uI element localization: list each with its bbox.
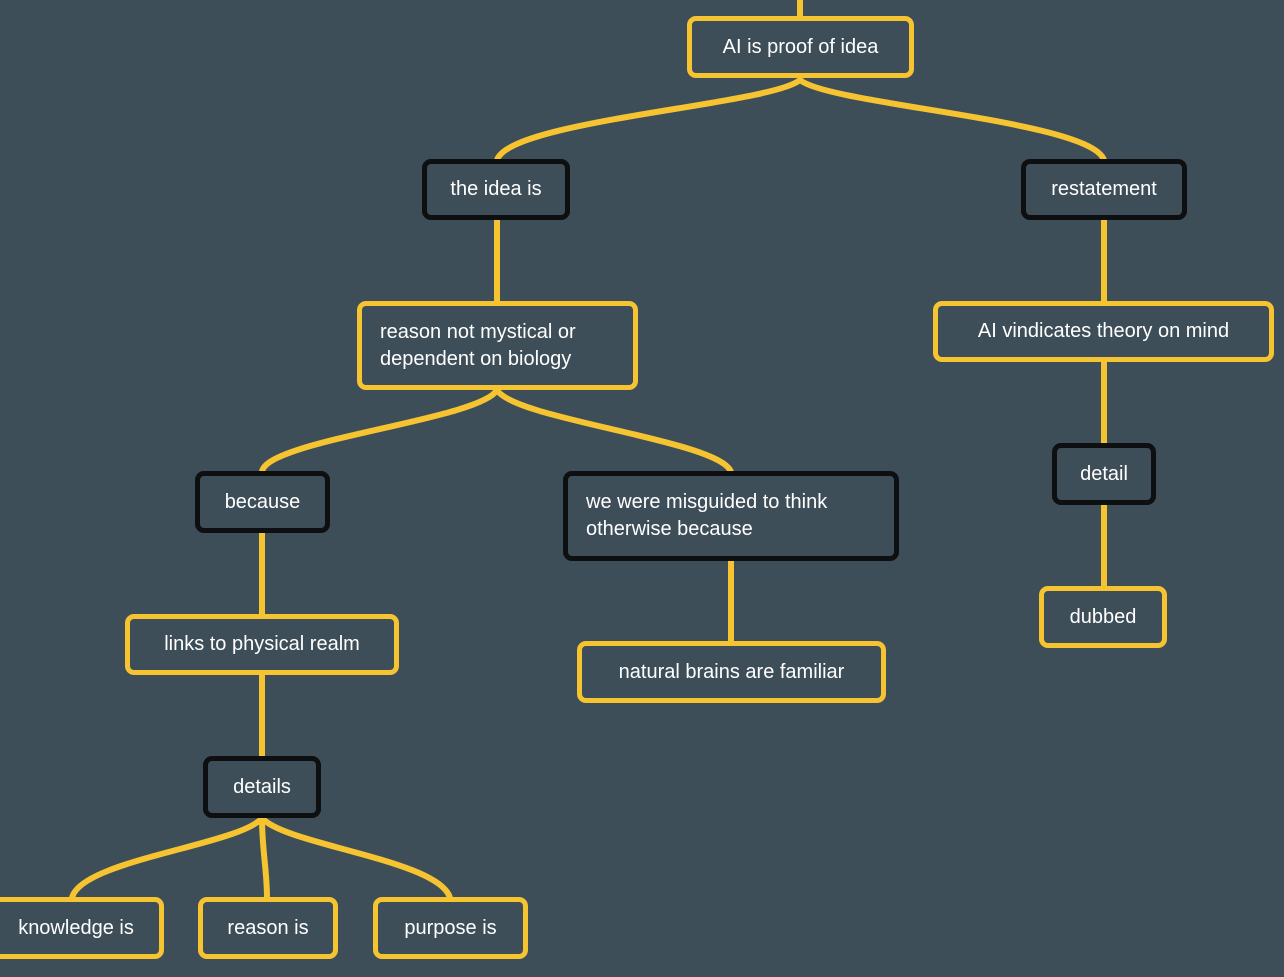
- node-purpose[interactable]: purpose is: [373, 897, 528, 959]
- connector-details-knowledge: [69, 815, 265, 901]
- node-links-physical-label: links to physical realm: [164, 633, 360, 655]
- node-details[interactable]: details: [203, 756, 321, 818]
- connector-root-restatement: [797, 77, 1107, 163]
- node-restatement[interactable]: restatement: [1021, 159, 1187, 220]
- node-purpose-label: purpose is: [404, 916, 497, 939]
- connector-reason-because: [259, 387, 500, 475]
- node-idea[interactable]: the idea is: [422, 159, 570, 220]
- node-links-physical[interactable]: links to physical realm: [125, 614, 399, 675]
- node-because-label: because: [224, 490, 301, 513]
- node-reason-is-label: reason is: [227, 916, 309, 939]
- node-dubbed-label: dubbed: [1069, 605, 1137, 628]
- node-detail-label: detail: [1080, 462, 1128, 485]
- node-natural-brains-label: natural brains are familiar: [618, 660, 845, 683]
- node-restatement-label: restatement: [1051, 178, 1157, 200]
- connector-details-reason-is: [259, 815, 270, 901]
- node-knowledge[interactable]: knowledge is: [0, 897, 164, 959]
- node-dubbed[interactable]: dubbed: [1039, 586, 1167, 648]
- node-detail[interactable]: detail: [1052, 443, 1156, 505]
- node-misguided[interactable]: we were misguided to think otherwise bec…: [563, 471, 899, 561]
- node-reason-is[interactable]: reason is: [198, 897, 338, 959]
- node-reason-line1: reason not mystical or: [380, 320, 576, 343]
- node-ai-vindicates[interactable]: AI vindicates theory on mind: [933, 301, 1274, 362]
- node-natural-brains[interactable]: natural brains are familiar: [577, 641, 886, 703]
- node-knowledge-label: knowledge is: [18, 916, 134, 939]
- node-root[interactable]: AI is proof of idea: [687, 16, 914, 78]
- connector-root-idea: [494, 77, 803, 163]
- connector-details-purpose: [259, 815, 453, 901]
- node-because[interactable]: because: [195, 471, 330, 533]
- node-misguided-line1: we were misguided to think: [586, 491, 828, 513]
- connector-reason-misguided: [494, 387, 734, 475]
- node-reason-line2: dependent on biology: [380, 347, 572, 370]
- node-misguided-line2: otherwise because: [586, 518, 753, 540]
- node-idea-label: the idea is: [450, 178, 542, 200]
- node-ai-vindicates-label: AI vindicates theory on mind: [977, 320, 1230, 342]
- node-details-label: details: [233, 775, 291, 798]
- node-reason-not-mystical[interactable]: reason not mystical or dependent on biol…: [357, 301, 638, 390]
- node-root-label: AI is proof of idea: [722, 35, 879, 58]
